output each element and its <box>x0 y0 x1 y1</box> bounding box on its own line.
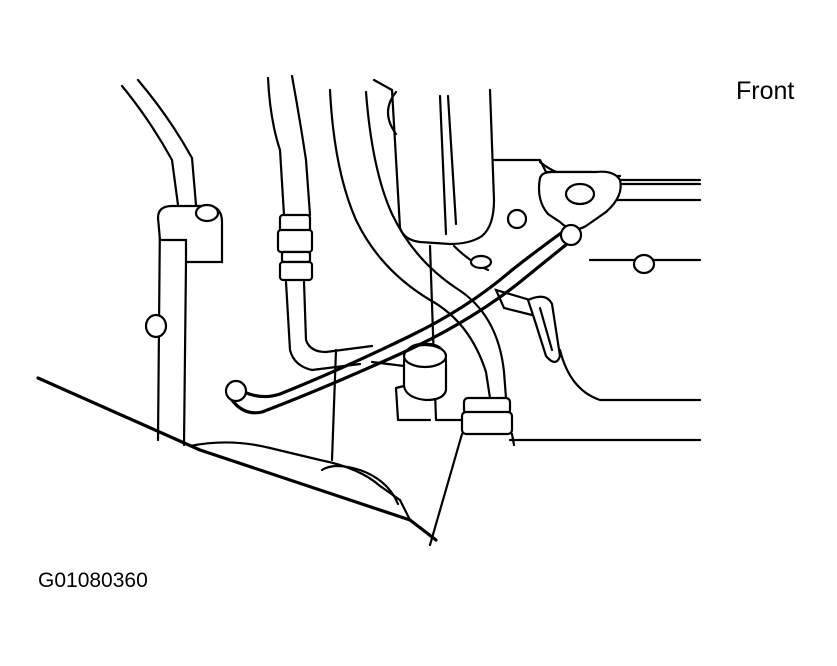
metal-line <box>224 223 583 415</box>
reservoir-tank <box>372 78 496 246</box>
lower-panel <box>36 348 438 542</box>
vertical-hose <box>266 74 374 372</box>
figure-id-label: G01080360 <box>38 569 148 592</box>
centre-curved-hose <box>328 88 516 547</box>
mounting-bracket <box>537 170 622 231</box>
left-tube <box>120 78 224 447</box>
junction-connector <box>370 342 448 422</box>
hose-clip <box>494 288 562 364</box>
front-direction-label: Front <box>736 77 795 105</box>
